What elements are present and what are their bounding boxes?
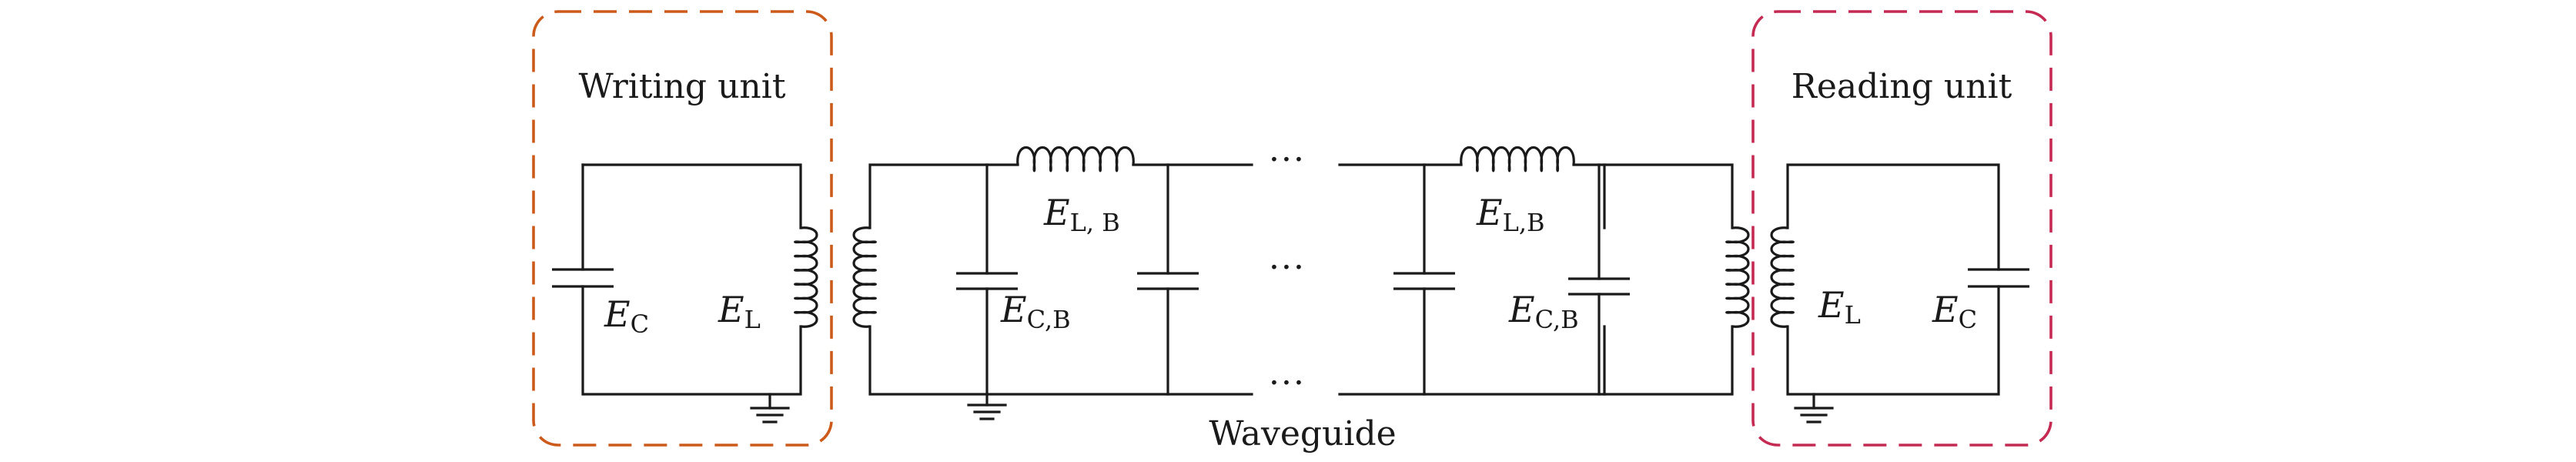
writing-circuit: EC EL [552, 163, 818, 424]
waveguide-capacitor-3 [1393, 163, 1455, 396]
writing-capacitor [552, 268, 614, 288]
reading-unit-box [1751, 10, 2052, 447]
reading-unit-label: Reading unit [1791, 67, 2012, 106]
waveguide-output-inductor [1725, 226, 1750, 328]
waveguide-capacitor-2-label: EC,B [1508, 289, 1579, 334]
waveguide-inductor-1-label: EL, B [1043, 192, 1120, 237]
waveguide-label: Waveguide [1209, 414, 1396, 454]
writing-unit-label: Writing unit [578, 67, 785, 106]
waveguide-circuit: ··· ··· ··· EL, B EC,B E [852, 140, 1750, 454]
waveguide-inductor-2-label: EL,B [1476, 192, 1545, 237]
reading-inductor [1770, 226, 1795, 328]
writing-ground-symbol [750, 393, 790, 424]
waveguide-capacitor-4 [1568, 163, 1630, 396]
waveguide-capacitor-1-label: EC,B [1000, 289, 1071, 334]
waveguide-inductor-1 [1016, 146, 1135, 172]
waveguide-capacitor-2 [1137, 163, 1199, 396]
waveguide-ground-symbol [967, 393, 1007, 420]
ellipsis-middle: ··· [1269, 248, 1306, 287]
reading-circuit: EL EC [1770, 163, 2029, 424]
ellipsis-bottom: ··· [1269, 363, 1306, 403]
writing-unit-box [532, 10, 833, 447]
writing-capacitor-label: EC [604, 293, 649, 339]
reading-inductor-label: EL [1818, 284, 1861, 330]
reading-ground-symbol [1794, 393, 1834, 424]
writing-inductor [794, 226, 818, 328]
reading-capacitor-label: EC [1932, 289, 1977, 334]
waveguide-inductor-2 [1460, 146, 1575, 172]
ellipsis-top: ··· [1269, 140, 1306, 179]
writing-inductor-label: EL [718, 289, 761, 334]
reading-capacitor [1968, 268, 2029, 288]
waveguide-capacitor-1 [956, 163, 1018, 396]
waveguide-input-inductor [852, 226, 877, 328]
